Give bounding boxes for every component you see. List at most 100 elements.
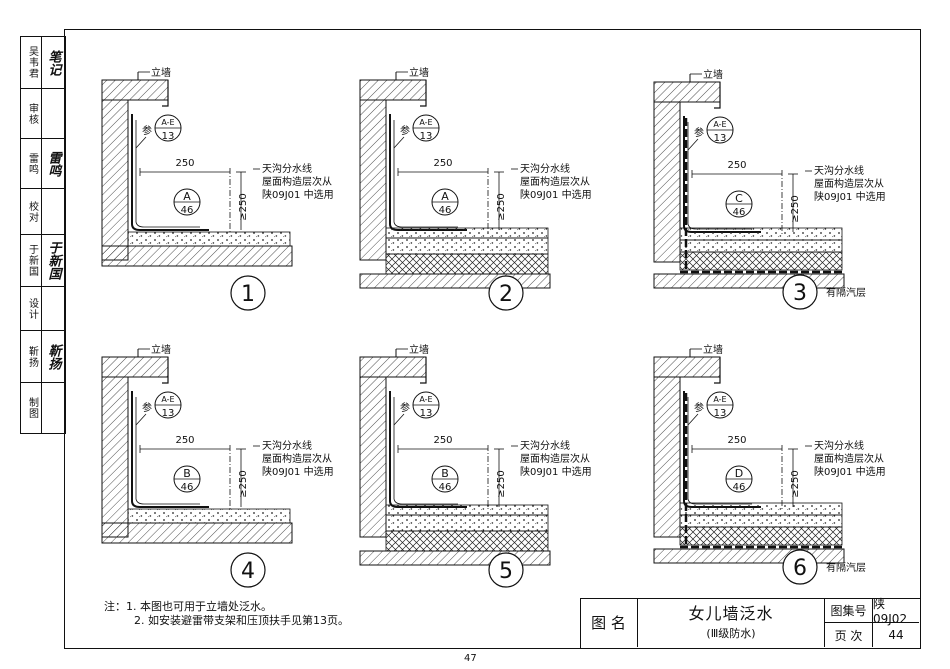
note-roof-layers: 屋面构造层次从	[520, 175, 590, 188]
signature-divider	[41, 37, 42, 88]
signature-mark: 笔记	[45, 49, 61, 76]
note-gutter-line: 天沟分水线	[262, 162, 312, 175]
parapet-wall	[359, 376, 387, 538]
parapet-wall	[653, 101, 681, 263]
note-gutter-line: 天沟分水线	[262, 439, 312, 452]
signature-row: 于新国于新国	[21, 235, 65, 287]
drip-edge	[162, 357, 169, 384]
ref-bottom-text: 13	[162, 131, 175, 142]
note-gutter-line: 天沟分水线	[520, 162, 570, 175]
note-line-1: 注：1. 本图也可用于立墙处泛水。	[104, 600, 272, 613]
signature-divider	[41, 89, 42, 138]
ref-prefix: 参	[142, 401, 152, 414]
note-roof-layers: 屋面构造层次从	[814, 452, 884, 465]
dim-v-text: ≥250	[790, 470, 801, 497]
dim-v-text: ≥250	[790, 195, 801, 222]
signature-row: 审核	[21, 89, 65, 139]
roof-slab	[101, 522, 293, 544]
dim-h-text: 250	[433, 158, 452, 169]
signature-mark: 靳扬	[45, 343, 61, 370]
note-gutter-line: 天沟分水线	[814, 164, 864, 177]
signature-column: 吴韦君笔记审核雷鸣雷鸣校对于新国于新国设计靳扬靳扬制图	[20, 36, 66, 434]
parapet-coping	[101, 356, 169, 378]
drip-edge	[714, 82, 721, 109]
note-select-from: 陕09J01 中选用	[814, 190, 886, 203]
wall-label: 立墙	[409, 66, 429, 79]
note-select-from: 陕09J01 中选用	[262, 188, 334, 201]
parapet-coping	[653, 81, 721, 103]
detail-ref-letter: B	[441, 467, 449, 480]
screed-layer	[127, 231, 291, 247]
signature-row: 吴韦君笔记	[21, 37, 65, 89]
note-gutter-line: 天沟分水线	[814, 439, 864, 452]
signature-mark: 雷鸣	[45, 150, 61, 177]
parapet-wall	[101, 376, 129, 538]
title-block	[580, 598, 920, 648]
page-number: 47	[464, 653, 477, 664]
detail-ref-page: 46	[733, 482, 746, 493]
page-value: 44	[888, 628, 904, 642]
detail-number: 6	[793, 556, 807, 581]
detail-number-circle	[230, 275, 266, 311]
ref-leader	[687, 413, 699, 426]
ref-top-text: A-E	[713, 120, 726, 129]
detail-number: 2	[499, 282, 513, 307]
ref-prefix: 参	[694, 126, 704, 139]
dim-v-text: ≥250	[238, 193, 249, 220]
ref-prefix: 参	[142, 124, 152, 137]
note-select-from: 陕09J01 中选用	[520, 188, 592, 201]
signature-role-label: 设计	[26, 297, 38, 320]
detail-number-circle	[782, 274, 818, 310]
flashing-layer	[393, 397, 458, 505]
screed-layer	[679, 227, 843, 241]
signature-role-label: 靳扬	[26, 345, 38, 368]
wall-label: 立墙	[409, 343, 429, 356]
signature-role-label: 吴韦君	[26, 46, 38, 79]
note-line-2: 2. 如安装避雷带支架和压顶扶手见第13页。	[134, 614, 349, 627]
detail-number: 4	[241, 559, 255, 584]
signature-role-label: 于新国	[26, 244, 38, 277]
detail-number-circle	[488, 275, 524, 311]
dim-h-text: 250	[727, 160, 746, 171]
signature-mark: 于新国	[45, 241, 61, 280]
detail-number: 1	[241, 282, 255, 307]
note-gutter-line: 天沟分水线	[520, 439, 570, 452]
screed-layer	[385, 504, 549, 516]
ref-bottom-text: 13	[420, 408, 433, 419]
insulation-layer	[679, 526, 843, 546]
atlas-label: 图集号	[830, 603, 867, 618]
ref-bottom-text: 13	[420, 131, 433, 142]
signature-role-label: 审核	[26, 102, 38, 125]
detail-number-circle	[782, 549, 818, 585]
wall-label: 立墙	[151, 66, 171, 79]
insulation-layer	[679, 251, 843, 271]
page-label: 页 次	[834, 628, 863, 643]
detail-ref-letter: D	[735, 467, 743, 480]
parapet-coping	[653, 356, 721, 378]
parapet-coping	[101, 79, 169, 101]
ref-leader	[687, 138, 699, 151]
ref-top-text: A-E	[419, 395, 432, 404]
insulation-layer	[385, 530, 549, 552]
detail-number-circle	[488, 552, 524, 588]
detail-ref-letter: A	[183, 190, 191, 203]
title-name-label: 图 名	[591, 614, 626, 632]
wall-label: 立墙	[703, 343, 723, 356]
ref-prefix: 参	[400, 401, 410, 414]
detail-ref-letter: C	[735, 192, 743, 205]
concrete-layer	[385, 514, 549, 532]
screed-layer	[127, 508, 291, 524]
roof-slab	[101, 245, 293, 267]
detail-ref-letter: A	[441, 190, 449, 203]
ref-leader	[393, 136, 405, 149]
signature-row: 靳扬靳扬	[21, 331, 65, 383]
parapet-wall	[653, 376, 681, 538]
note-select-from: 陕09J01 中选用	[262, 465, 334, 478]
signature-row: 设计	[21, 287, 65, 331]
signature-divider	[41, 383, 42, 433]
wall-label: 立墙	[151, 343, 171, 356]
